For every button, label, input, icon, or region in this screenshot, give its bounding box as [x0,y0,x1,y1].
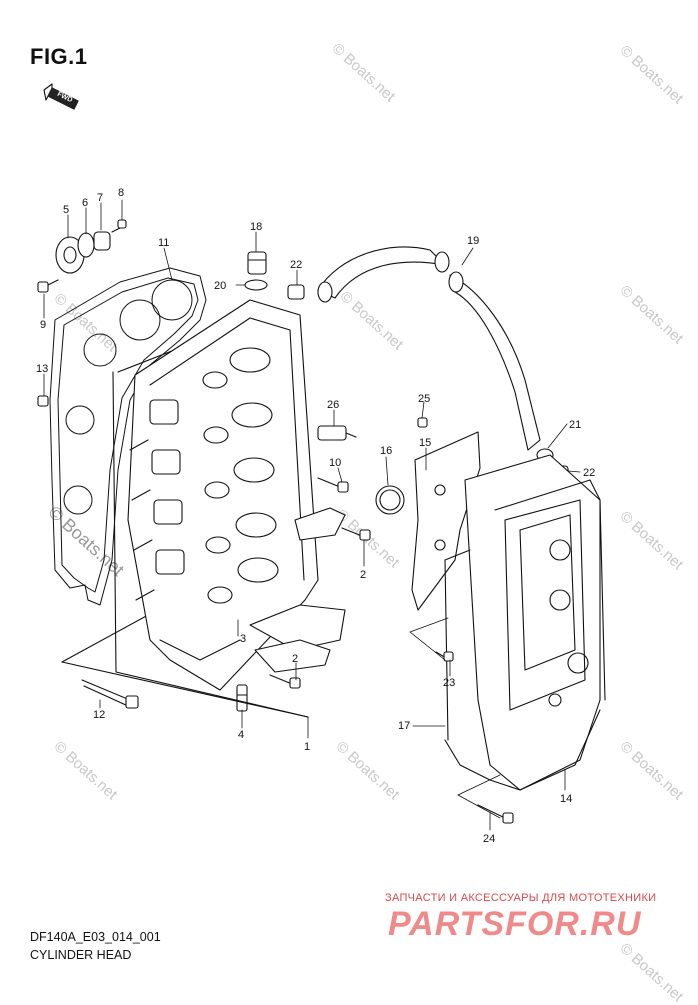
callout-9: 9 [40,319,46,331]
callout-19: 19 [467,235,479,247]
gasket-16 [375,485,405,515]
plug-13 [37,395,49,407]
callout-8: 8 [118,187,124,199]
callout-17: 17 [398,720,410,732]
assembly-bracket [112,371,309,718]
callout-22: 22 [290,259,302,271]
callout-3: 3 [240,633,246,645]
oil-cap-18 [247,251,267,275]
sensor-26 [317,425,357,441]
callout-23: 23 [443,677,455,689]
callout-15: 15 [419,437,431,449]
hose-clamp-22-upper [287,284,305,300]
thermostat-cover-5 [55,236,85,274]
callout-11: 11 [158,237,169,249]
o-ring-20 [244,279,268,291]
callout-22: 22 [583,467,595,479]
callout-13: 13 [36,363,48,375]
figure-title: FIG.1 [30,44,88,69]
callout-24: 24 [483,833,495,845]
callout-14: 14 [560,793,572,805]
callout-2: 2 [292,653,298,665]
leader-lines [43,199,581,831]
gasket-6 [77,232,95,258]
bolt-10 [317,477,349,493]
fwd-arrow-icon: FWD [43,83,79,110]
callout-1: 1 [304,741,310,753]
thermostat-7 [93,231,111,251]
callout-10: 10 [329,457,341,469]
dowel-pin-4 [236,684,248,712]
brand-logo: PARTSFOR.RU [388,905,642,943]
cover-gasket-17 [444,549,601,791]
bolt-2-upper [341,527,371,541]
plate-15 [411,431,481,611]
callout-26: 26 [327,399,339,411]
callout-18: 18 [250,221,262,233]
callout-5: 5 [63,204,69,216]
callout-21: 21 [569,419,581,431]
breather-hose-19 [317,246,554,462]
diagram-title: CYLINDER HEAD [30,948,132,962]
callout-20: 20 [214,280,226,292]
bolt-8 [111,219,127,233]
callout-25: 25 [418,393,430,405]
cylinder-head-1 [127,299,346,691]
callout-2: 2 [360,569,366,581]
bolt-9 [37,279,59,293]
bolt-25 [417,417,428,428]
bolt-12 [81,679,139,709]
bolt-23 [435,651,454,662]
callout-6: 6 [82,197,88,209]
callout-4: 4 [238,729,244,741]
callout-16: 16 [380,445,392,457]
promo-text: ЗАПЧАСТИ И АКСЕССУАРЫ ДЛЯ МОТОТЕХНИКИ [385,892,657,904]
cylinder-head-cover-14 [464,454,606,791]
bolt-2-lower [269,674,301,689]
diagram-code: DF140A_E03_014_001 [30,930,161,944]
bolt-24 [477,804,514,824]
callout-7: 7 [97,192,103,204]
callout-12: 12 [93,709,105,721]
